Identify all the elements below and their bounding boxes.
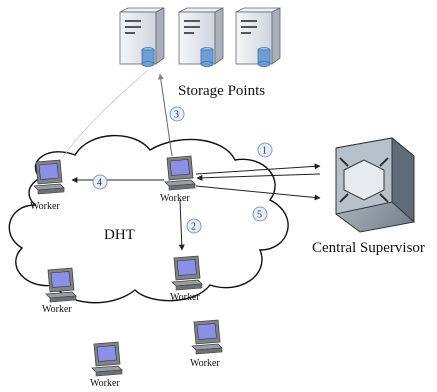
worker-icon-outside-left xyxy=(91,341,123,377)
central-supervisor-icon xyxy=(335,136,415,233)
arrow-from-supervisor xyxy=(196,173,321,181)
arrow-storage-faint xyxy=(61,69,149,159)
arrow-to-storage xyxy=(157,73,173,157)
worker-label-dht-lower: Worker xyxy=(170,292,200,303)
storage-server-1 xyxy=(119,7,165,67)
worker-icon-bottom-left xyxy=(45,267,77,303)
storage-server-3 xyxy=(235,7,281,67)
dht-label: DHT xyxy=(104,227,135,243)
worker-label-left: Worker xyxy=(30,201,60,212)
worker-icon-main xyxy=(164,155,196,191)
step-1-number: 1 xyxy=(262,146,267,157)
step-4-number: 4 xyxy=(97,178,102,189)
central-supervisor-label: Central Supervisor xyxy=(312,240,425,256)
worker-label-outside-right: Worker xyxy=(190,358,220,369)
step-2-number: 2 xyxy=(191,222,196,233)
step-3-number: 3 xyxy=(174,110,179,121)
worker-icon-outside-right xyxy=(191,319,223,355)
worker-icon-dht-lower xyxy=(171,255,203,291)
worker-label-main: Worker xyxy=(160,193,190,204)
worker-label-outside-left: Worker xyxy=(90,378,120,389)
step-5-number: 5 xyxy=(257,210,262,221)
worker-label-bottom-left: Worker xyxy=(42,304,72,315)
arrow-step5 xyxy=(195,185,321,201)
arrow-to-lower-worker xyxy=(178,199,185,251)
storage-points-label: Storage Points xyxy=(178,83,265,99)
storage-server-2 xyxy=(178,7,224,67)
worker-icon-left xyxy=(33,159,65,195)
arrow-to-supervisor xyxy=(195,163,321,175)
